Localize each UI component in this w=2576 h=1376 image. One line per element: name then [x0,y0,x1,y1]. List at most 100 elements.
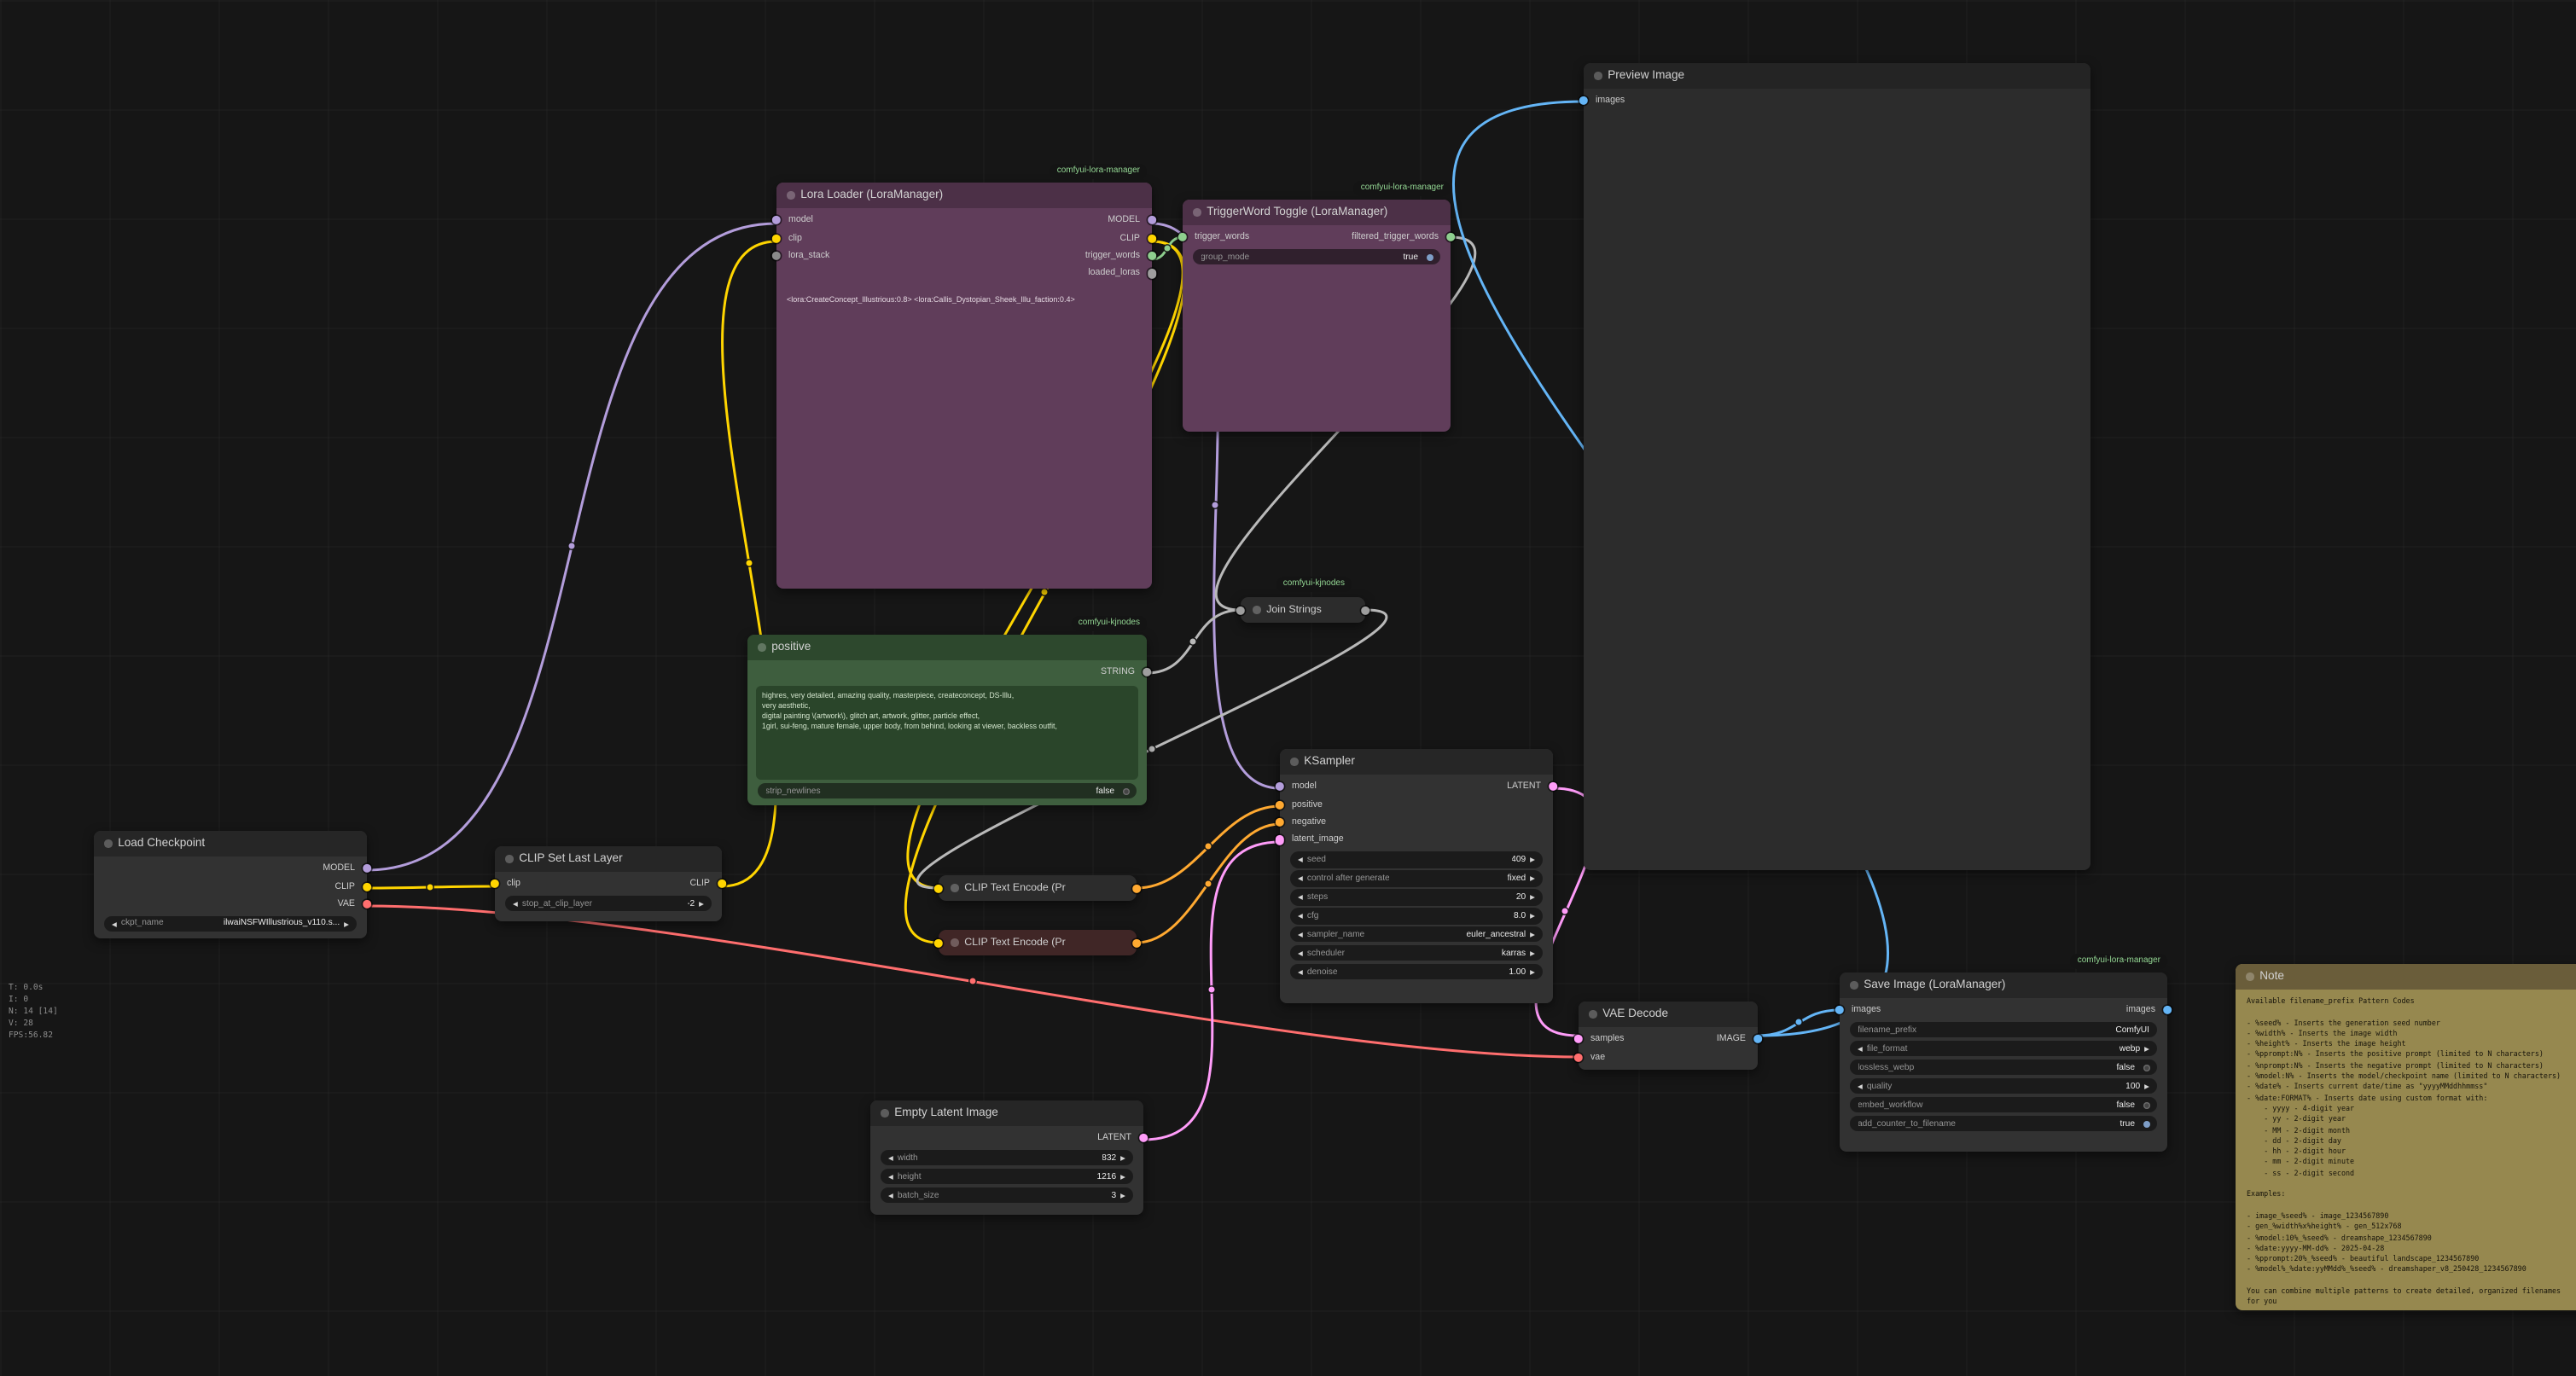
input-pin-samples[interactable] [1573,1035,1584,1044]
node-title-bar[interactable]: positive [747,635,1147,660]
collapse-dot-icon[interactable] [1193,208,1201,217]
lora-syntax-text[interactable]: <lora:CreateConcept_Illustrious:0.8> <lo… [787,294,1075,304]
node-positive-string[interactable]: comfyui-kjnodes positive STRING highres,… [747,616,1152,805]
decrement-arrow-icon[interactable]: ◀ [888,1193,893,1200]
increment-arrow-icon[interactable]: ▶ [699,901,704,909]
node-load-checkpoint[interactable]: Load Checkpoint MODEL CLIP VAE ◀ ckpt_na… [94,831,372,938]
input-pin-positive[interactable] [1275,799,1285,810]
widget-filename-prefix[interactable]: filename_prefix ComfyUI [1850,1021,2157,1038]
output-pin-images[interactable] [2162,1006,2172,1015]
widget-control-after-generate[interactable]: ◀ control after generate fixed ▶ [1290,869,1543,887]
widget-strip-newlines[interactable]: strip_newlines false [758,782,1137,799]
node-empty-latent-image[interactable]: Empty Latent Image LATENT ◀ width 832 ▶ … [870,1100,1148,1215]
output-pin-conditioning[interactable] [1131,938,1142,948]
input-pin-strings[interactable] [1236,605,1246,615]
node-join-strings[interactable]: comfyui-kjnodes Join Strings [1236,577,1370,623]
collapse-dot-icon[interactable] [758,643,766,652]
increment-arrow-icon[interactable]: ▶ [1530,969,1535,977]
note-text[interactable]: Available filename_prefix Pattern Codes … [2247,996,2561,1306]
output-pin-clip[interactable] [717,880,727,889]
input-pin-clip[interactable] [490,880,500,889]
collapse-dot-icon[interactable] [2246,972,2254,981]
combo-right-arrow-icon[interactable]: ▶ [1530,875,1535,883]
increment-arrow-icon[interactable]: ▶ [1120,1193,1125,1200]
combo-left-arrow-icon[interactable]: ◀ [112,920,117,928]
collapse-dot-icon[interactable] [1253,606,1261,614]
widget-cfg[interactable]: ◀ cfg 8.0 ▶ [1290,907,1543,924]
node-title-bar[interactable]: Save Image (LoraManager) [1840,972,2167,998]
widget-width[interactable]: ◀ width 832 ▶ [881,1149,1133,1166]
collapse-dot-icon[interactable] [1589,1010,1597,1019]
widget-group-mode[interactable]: group_mode true [1193,248,1440,265]
node-save-image[interactable]: comfyui-lora-manager Save Image (LoraMan… [1835,954,2172,1152]
node-lora-loader[interactable]: comfyui-lora-manager Lora Loader (LoraMa… [771,164,1157,589]
widget-scheduler[interactable]: ◀ scheduler karras ▶ [1290,944,1543,961]
input-pin-trigger-words[interactable] [1178,233,1188,242]
widget-embed-workflow[interactable]: embed_workflow false [1850,1096,2157,1113]
combo-right-arrow-icon[interactable]: ▶ [1530,950,1535,958]
output-pin-joined-string[interactable] [1360,605,1370,615]
decrement-arrow-icon[interactable]: ◀ [888,1174,893,1182]
node-ksampler[interactable]: KSampler model positive negative latent_… [1275,749,1558,1003]
node-note[interactable]: Note Available filename_prefix Pattern C… [2236,964,2576,1310]
widget-denoise[interactable]: ◀ denoise 1.00 ▶ [1290,963,1543,980]
increment-arrow-icon[interactable]: ▶ [1530,894,1535,902]
decrement-arrow-icon[interactable]: ◀ [1858,1083,1863,1091]
output-pin-latent[interactable] [1138,1134,1148,1143]
decrement-arrow-icon[interactable]: ◀ [1298,969,1303,977]
output-pin-image[interactable] [1753,1035,1763,1044]
collapse-dot-icon[interactable] [951,884,959,892]
input-pin-latent-image[interactable] [1275,835,1285,845]
decrement-arrow-icon[interactable]: ◀ [888,1155,893,1163]
widget-stop-at-clip-layer[interactable]: ◀ stop_at_clip_layer -2 ▶ [505,895,712,912]
widget-ckpt-name[interactable]: ◀ ckpt_name ilwaiNSFWIllustrious_v110.s.… [104,915,357,932]
collapse-dot-icon[interactable] [505,855,514,863]
input-pin-images[interactable] [1579,96,1589,106]
increment-arrow-icon[interactable]: ▶ [2144,1083,2149,1091]
widget-steps[interactable]: ◀ steps 20 ▶ [1290,888,1543,906]
collapse-dot-icon[interactable] [787,191,795,200]
decrement-arrow-icon[interactable]: ◀ [1298,913,1303,920]
combo-right-arrow-icon[interactable]: ▶ [2144,1046,2149,1054]
node-clip-text-encode-negative[interactable]: CLIP Text Encode (Pr [933,930,1142,955]
input-pin-model[interactable] [1275,782,1285,792]
widget-add-counter-to-filename[interactable]: add_counter_to_filename true [1850,1115,2157,1132]
node-title-bar[interactable]: Lora Loader (LoraManager) [776,183,1152,208]
node-clip-set-last-layer[interactable]: CLIP Set Last Layer clip CLIP ◀ stop_at_… [490,846,727,921]
decrement-arrow-icon[interactable]: ◀ [1298,894,1303,902]
output-pin-clip[interactable] [1147,233,1157,243]
combo-right-arrow-icon[interactable]: ▶ [344,920,349,928]
widget-batch-size[interactable]: ◀ batch_size 3 ▶ [881,1187,1133,1204]
increment-arrow-icon[interactable]: ▶ [1530,913,1535,920]
node-preview-image[interactable]: Preview Image images [1579,63,2090,870]
combo-left-arrow-icon[interactable]: ◀ [1298,950,1303,958]
widget-file-format[interactable]: ◀ file_format webp ▶ [1850,1040,2157,1057]
collapse-dot-icon[interactable] [1594,72,1602,80]
input-pin-clip-text[interactable] [933,883,944,893]
node-title-bar[interactable]: TriggerWord Toggle (LoraManager) [1183,200,1451,225]
input-pin-vae[interactable] [1573,1052,1584,1062]
increment-arrow-icon[interactable]: ▶ [1120,1174,1125,1182]
collapse-dot-icon[interactable] [1850,981,1858,990]
output-pin-vae[interactable] [362,899,372,909]
output-pin-trigger-words[interactable] [1147,251,1157,261]
increment-arrow-icon[interactable]: ▶ [1120,1155,1125,1163]
increment-arrow-icon[interactable]: ▶ [1530,856,1535,864]
widget-height[interactable]: ◀ height 1216 ▶ [881,1168,1133,1185]
input-pin-negative[interactable] [1275,817,1285,827]
node-title-bar[interactable]: VAE Decode [1579,1002,1758,1027]
output-pin-latent[interactable] [1548,782,1558,792]
input-pin-images[interactable] [1835,1006,1845,1015]
output-pin-clip[interactable] [362,881,372,891]
node-title-bar[interactable]: KSampler [1280,749,1553,775]
widget-seed[interactable]: ◀ seed 409 ▶ [1290,851,1543,868]
node-vae-decode[interactable]: VAE Decode samples vae IMAGE [1573,1002,1763,1070]
combo-left-arrow-icon[interactable]: ◀ [1298,875,1303,883]
widget-quality[interactable]: ◀ quality 100 ▶ [1850,1077,2157,1094]
input-pin-clip[interactable] [771,233,782,243]
collapse-dot-icon[interactable] [1290,758,1299,766]
node-triggerword-toggle[interactable]: comfyui-lora-manager TriggerWord Toggle … [1178,181,1456,432]
output-pin-conditioning[interactable] [1131,883,1142,893]
combo-right-arrow-icon[interactable]: ▶ [1530,932,1535,939]
